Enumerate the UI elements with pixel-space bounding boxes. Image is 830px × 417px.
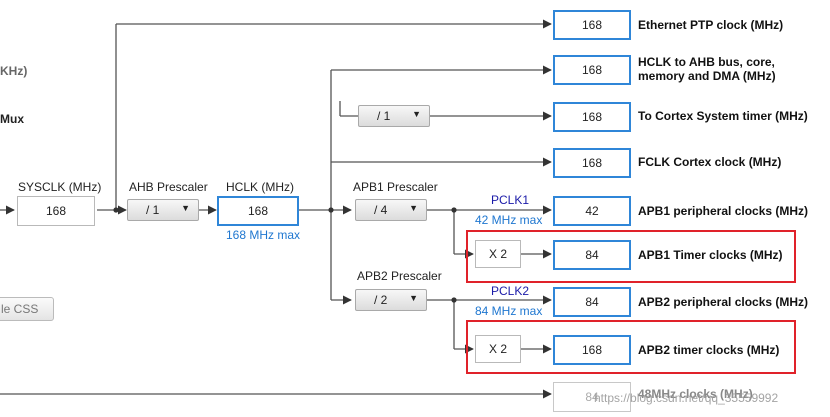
pclk2-max-note: 84 MHz max xyxy=(475,304,543,318)
hclk-input[interactable]: 168 xyxy=(217,196,299,226)
ahb-prescaler-value: / 1 xyxy=(146,203,160,217)
pclk2-label: PCLK2 xyxy=(491,284,530,298)
hclk-max-note: 168 MHz max xyxy=(226,228,301,242)
apb1-timer-clock-label: APB1 Timer clocks (MHz) xyxy=(638,248,783,262)
apb2-timer-highlight xyxy=(466,320,796,374)
apb1-timer-multiplier: X 2 xyxy=(475,240,521,268)
apb1-timer-multiplier-value: X 2 xyxy=(488,247,507,261)
watermark: https://blog.csdn.net/qq_35559992 xyxy=(594,391,779,405)
apb2-peripheral-clock-box[interactable]: 84 xyxy=(553,287,631,317)
enable-css-button[interactable]: le CSS xyxy=(0,297,54,321)
hclk-ahb-clock-label-line2: memory and DMA (MHz) xyxy=(638,69,776,83)
ethernet-ptp-clock-label: Ethernet PTP clock (MHz) xyxy=(638,18,784,32)
apb2-prescaler-value: / 2 xyxy=(374,293,388,307)
apb1-timer-highlight xyxy=(466,230,796,283)
mhz48-clock-value: 84 xyxy=(585,390,599,404)
ethernet-ptp-clock-box[interactable]: 168 xyxy=(553,10,631,40)
fclk-cortex-clock-label: FCLK Cortex clock (MHz) xyxy=(638,155,782,169)
apb2-timer-clock-value: 168 xyxy=(581,343,603,357)
chevron-down-icon: ▼ xyxy=(412,109,421,119)
apb1-prescaler-dropdown[interactable]: / 4 ▼ xyxy=(355,199,427,221)
apb2-timer-multiplier: X 2 xyxy=(475,335,521,363)
ahb-prescaler-dropdown[interactable]: / 1 ▼ xyxy=(127,199,199,221)
cortex-timer-prescaler-value: / 1 xyxy=(377,109,391,123)
ethernet-ptp-clock-value: 168 xyxy=(581,18,603,32)
apb1-peripheral-clock-box[interactable]: 42 xyxy=(553,196,631,226)
cortex-system-timer-value: 168 xyxy=(581,110,603,124)
cortex-system-timer-label: To Cortex System timer (MHz) xyxy=(638,109,808,123)
mhz48-clock-label: 48MHz clocks (MHz) xyxy=(638,387,753,401)
fclk-cortex-clock-box[interactable]: 168 xyxy=(553,148,631,178)
apb2-prescaler-label: APB2 Prescaler xyxy=(357,269,442,283)
sysclk-label: SYSCLK (MHz) xyxy=(18,180,102,194)
apb2-peripheral-clock-label: APB2 peripheral clocks (MHz) xyxy=(638,295,809,309)
apb1-prescaler-value: / 4 xyxy=(374,203,388,217)
apb1-timer-clock-value: 84 xyxy=(585,248,599,262)
left-edge-fragment-mux: Mux xyxy=(0,112,24,126)
hclk-ahb-clock-value: 168 xyxy=(581,63,603,77)
hclk-label: HCLK (MHz) xyxy=(226,180,294,194)
apb2-peripheral-clock-value: 84 xyxy=(585,295,599,309)
apb2-prescaler-dropdown[interactable]: / 2 ▼ xyxy=(355,289,427,311)
sysclk-value-box: 168 xyxy=(17,196,95,226)
fclk-cortex-clock-value: 168 xyxy=(581,156,603,170)
cortex-system-timer-box[interactable]: 168 xyxy=(553,102,631,132)
mhz48-clock-box[interactable]: 84 xyxy=(553,382,631,412)
apb1-prescaler-label: APB1 Prescaler xyxy=(353,180,438,194)
apb1-timer-clock-box[interactable]: 84 xyxy=(553,240,631,270)
left-edge-fragment-khz: KHz) xyxy=(0,64,28,78)
ahb-prescaler-label: AHB Prescaler xyxy=(129,180,208,194)
apb1-peripheral-clock-value: 42 xyxy=(585,204,599,218)
apb1-peripheral-clock-label: APB1 peripheral clocks (MHz) xyxy=(638,204,809,218)
apb2-timer-clock-box[interactable]: 168 xyxy=(553,335,631,365)
pclk1-label: PCLK1 xyxy=(491,193,530,207)
cortex-timer-prescaler-dropdown[interactable]: / 1 ▼ xyxy=(358,105,430,127)
hclk-value: 168 xyxy=(247,204,269,218)
hclk-ahb-clock-label-line1: HCLK to AHB bus, core, xyxy=(638,55,775,69)
pclk1-max-note: 42 MHz max xyxy=(475,213,543,227)
chevron-down-icon: ▼ xyxy=(409,293,418,303)
hclk-ahb-clock-box[interactable]: 168 xyxy=(553,55,631,85)
chevron-down-icon: ▼ xyxy=(409,203,418,213)
apb2-timer-clock-label: APB2 timer clocks (MHz) xyxy=(638,343,780,357)
chevron-down-icon: ▼ xyxy=(181,203,190,213)
apb2-timer-multiplier-value: X 2 xyxy=(488,342,507,356)
sysclk-value: 168 xyxy=(45,204,67,218)
